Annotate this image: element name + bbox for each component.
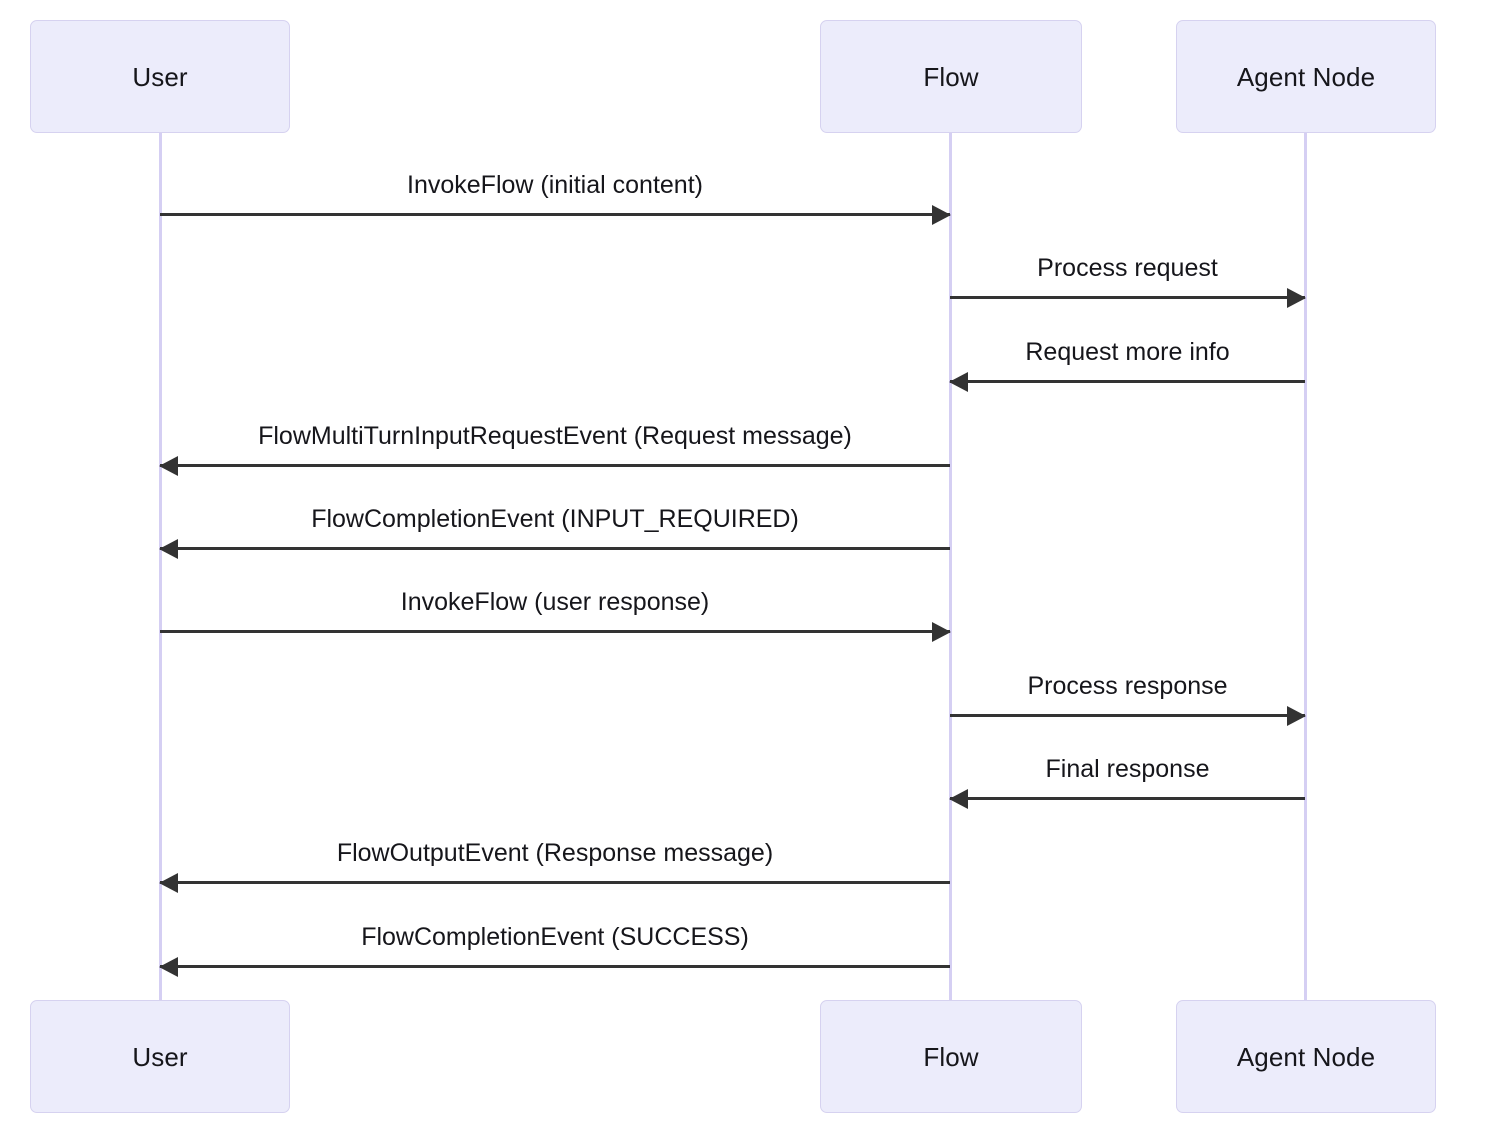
message-label-10: FlowCompletionEvent (SUCCESS) [361, 922, 749, 951]
arrowhead-left-icon [159, 455, 178, 476]
arrowhead-right-icon [1287, 705, 1306, 726]
message-line-8 [950, 797, 1305, 800]
arrowhead-left-icon [159, 538, 178, 559]
message-label-8: Final response [1045, 754, 1210, 783]
lifeline-agent [1303, 133, 1307, 1000]
participant-box-flow-top[interactable]: Flow [820, 20, 1082, 133]
participant-box-user-top[interactable]: User [30, 20, 290, 133]
message-line-10 [160, 965, 950, 968]
message-line-2 [950, 296, 1305, 299]
message-label-2: Process request [1037, 253, 1218, 282]
message-line-7 [950, 714, 1305, 717]
arrowhead-left-icon [159, 956, 178, 977]
message-line-1 [160, 213, 950, 216]
message-label-4: FlowMultiTurnInputRequestEvent (Request … [258, 421, 852, 450]
message-label-5: FlowCompletionEvent (INPUT_REQUIRED) [311, 504, 799, 533]
message-label-1: InvokeFlow (initial content) [407, 170, 703, 199]
message-line-3 [950, 380, 1305, 383]
participant-box-user-bottom[interactable]: User [30, 1000, 290, 1113]
message-line-4 [160, 464, 950, 467]
lifeline-flow [948, 133, 952, 1000]
arrowhead-right-icon [932, 621, 951, 642]
arrowhead-left-icon [159, 872, 178, 893]
arrowhead-right-icon [932, 204, 951, 225]
participant-box-agent-top[interactable]: Agent Node [1176, 20, 1436, 133]
message-line-6 [160, 630, 950, 633]
message-label-6: InvokeFlow (user response) [400, 587, 710, 616]
message-line-5 [160, 547, 950, 550]
arrowhead-left-icon [949, 371, 968, 392]
message-label-3: Request more info [1025, 337, 1230, 366]
lifeline-user [158, 133, 162, 1000]
arrowhead-right-icon [1287, 287, 1306, 308]
arrowhead-left-icon [949, 788, 968, 809]
participant-box-flow-bottom[interactable]: Flow [820, 1000, 1082, 1113]
message-label-9: FlowOutputEvent (Response message) [336, 838, 774, 867]
message-label-7: Process response [1027, 671, 1228, 700]
participant-box-agent-bottom[interactable]: Agent Node [1176, 1000, 1436, 1113]
message-line-9 [160, 881, 950, 884]
